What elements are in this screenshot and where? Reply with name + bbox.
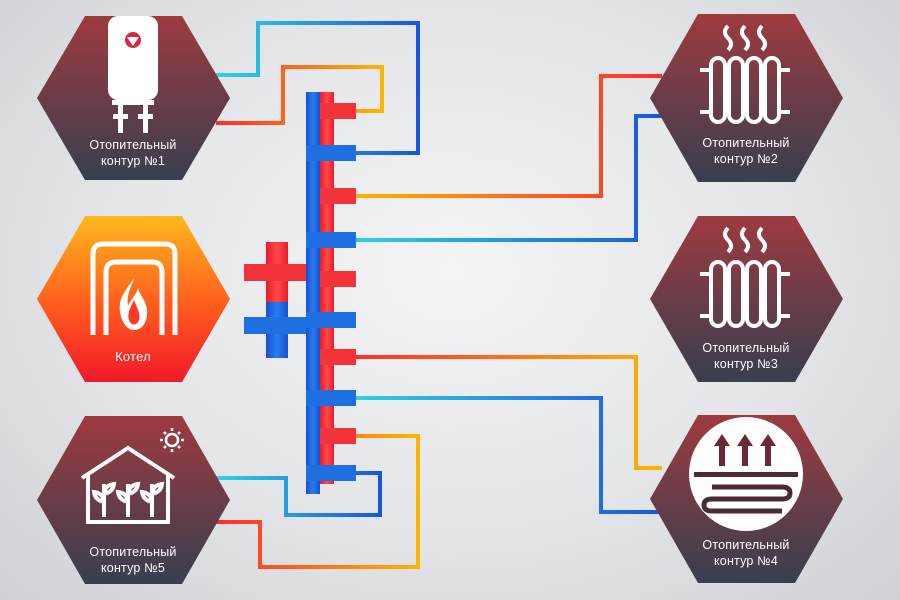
label-circuit1: Отопительный контур №1 <box>43 137 223 169</box>
tee-red-5 <box>320 428 356 444</box>
label-circuit5-line1: Отопительный <box>89 545 177 559</box>
water-heater-icon <box>108 16 158 133</box>
separator-red-arm <box>244 264 310 281</box>
tee-blue-5 <box>306 465 356 481</box>
label-circuit3-line2: контур №3 <box>713 357 779 371</box>
tee-blue-2 <box>306 232 356 248</box>
node-circuit3 <box>650 216 843 382</box>
node-boiler <box>37 216 230 382</box>
label-circuit3-line1: Отопительный <box>702 341 790 355</box>
pipe-circuit1-supply <box>216 65 384 125</box>
pipe-circuit4-supply <box>350 355 662 470</box>
tee-red-2 <box>320 188 356 204</box>
label-circuit2-line2: контур №2 <box>713 152 779 166</box>
label-boiler: Котел <box>43 349 223 365</box>
tee-blue-4 <box>306 390 356 406</box>
label-circuit4-line2: контур №4 <box>713 554 779 568</box>
pipe-circuit1-return <box>216 21 420 155</box>
sun-icon <box>160 428 184 452</box>
tee-red-4 <box>320 349 356 365</box>
node-circuit2 <box>650 14 843 182</box>
pipe-circuit2-return <box>350 114 662 242</box>
label-circuit5-line2: контур №5 <box>100 561 166 575</box>
node-circuit4 <box>650 415 843 583</box>
label-circuit2-line1: Отопительный <box>702 136 790 150</box>
label-circuit2: Отопительный контур №2 <box>656 135 836 167</box>
label-circuit3: Отопительный контур №3 <box>656 340 836 372</box>
greenhouse-icon <box>80 445 176 524</box>
underfloor-heating-icon <box>689 417 803 531</box>
pipe-circuit5-return <box>216 471 382 517</box>
tee-red-3 <box>320 271 356 287</box>
label-circuit5: Отопительный контур №5 <box>43 544 223 576</box>
tee-blue-1 <box>306 145 356 161</box>
separator-blue-arm <box>244 317 310 334</box>
manifold <box>244 92 356 494</box>
label-boiler-text: Котел <box>115 349 151 364</box>
pipe-circuit2-supply <box>350 74 662 198</box>
label-circuit4: Отопительный контур №4 <box>656 537 836 569</box>
radiator-icon <box>700 24 790 124</box>
label-circuit1-line2: контур №1 <box>100 154 166 168</box>
tee-red-1 <box>320 103 356 119</box>
node-circuit1 <box>37 16 230 180</box>
pipe-circuit4-return <box>350 396 662 514</box>
label-circuit4-line1: Отопительный <box>702 538 790 552</box>
node-circuit5 <box>37 416 230 584</box>
pipes <box>212 21 662 569</box>
label-circuit1-line1: Отопительный <box>89 138 177 152</box>
pipe-circuit5-supply <box>216 434 420 569</box>
boiler-fire-icon <box>90 241 178 335</box>
radiator-icon <box>700 226 790 328</box>
tee-blue-3 <box>306 312 356 328</box>
